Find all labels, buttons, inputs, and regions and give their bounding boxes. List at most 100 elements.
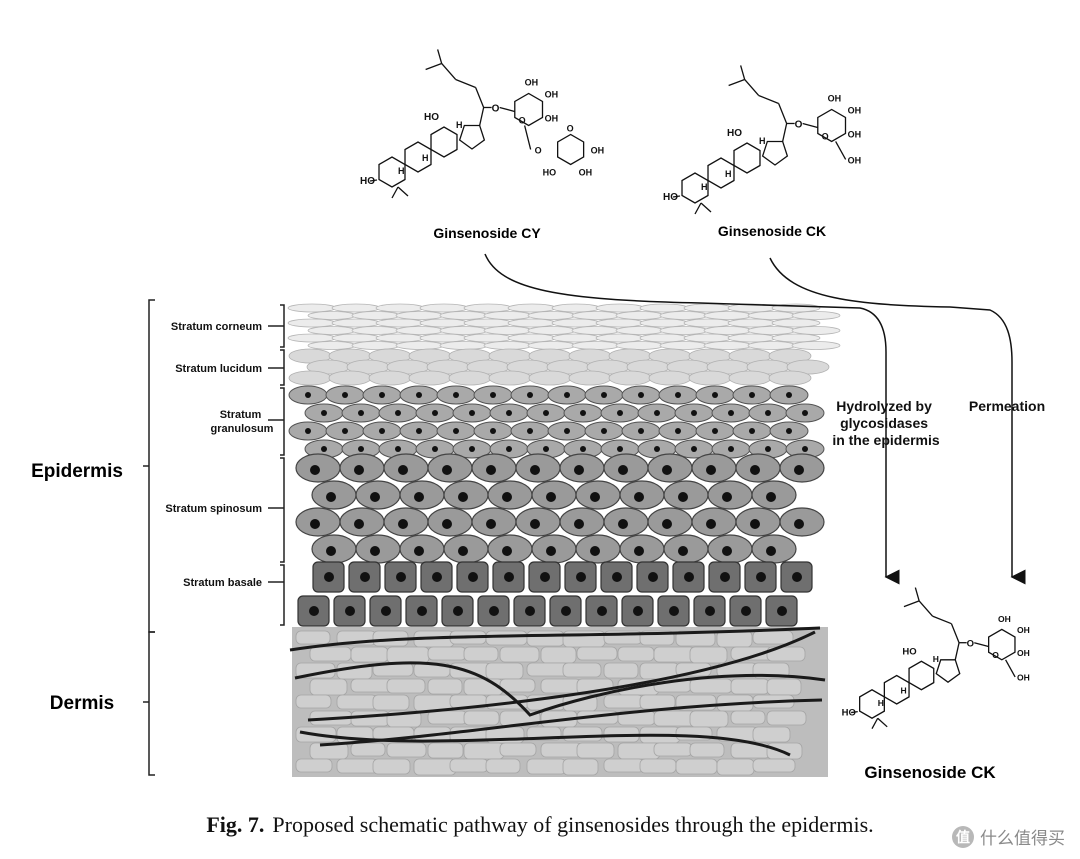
granulosum-nucleus	[638, 392, 644, 398]
side-chain-bond	[778, 103, 788, 124]
glucose-ring	[514, 92, 544, 127]
hydroxyl-label: HO	[842, 707, 856, 718]
spinosum-nucleus	[414, 492, 424, 502]
corneum-cell	[375, 318, 425, 328]
dermis-cell	[562, 726, 603, 742]
spinosum-nucleus	[326, 492, 336, 502]
side-chain-bond	[950, 623, 960, 643]
spinosum-nucleus	[442, 519, 452, 529]
granulosum-nucleus	[691, 446, 697, 452]
dermis-cell	[752, 630, 794, 645]
granulosum-nucleus	[395, 410, 401, 416]
granulosum-nucleus	[432, 446, 438, 452]
basale-nucleus	[345, 606, 355, 616]
dermis-bracket	[143, 631, 155, 776]
hydrolysis-label-line3: in the epidermis	[832, 432, 940, 448]
spinosum-nucleus	[458, 492, 468, 502]
side-chain-bond	[903, 600, 920, 608]
corneum-cell	[419, 303, 469, 313]
dermis-cell	[295, 758, 333, 773]
corneum-cell	[507, 318, 557, 328]
lucidum-cell	[288, 370, 332, 386]
side-chain-bond	[932, 615, 952, 625]
corneum-cell	[439, 341, 489, 350]
hydroxyl-label: HO	[360, 176, 375, 187]
dermis-cell	[576, 646, 618, 661]
basale-nucleus	[648, 572, 658, 582]
granulosum-nucleus	[453, 428, 459, 434]
ring-c	[733, 142, 761, 174]
corneum-cell	[571, 311, 621, 320]
corneum-cell	[771, 333, 821, 343]
oxygen-label: O	[822, 131, 829, 141]
spinosum-nucleus	[326, 546, 336, 556]
corneum-cell	[351, 341, 401, 350]
dermis-cell	[562, 662, 602, 678]
oxygen-label: O	[967, 639, 974, 650]
corneum-cell	[791, 311, 841, 320]
granulosum-nucleus	[379, 428, 385, 434]
basale-nucleus	[396, 572, 406, 582]
dermis-cell	[350, 710, 390, 727]
granulosum-nucleus	[675, 428, 681, 434]
basale-nucleus	[525, 606, 535, 616]
stratum-lucidum-cells	[288, 348, 830, 386]
spinosum-nucleus	[486, 519, 496, 529]
dermis-cell	[562, 758, 599, 776]
granulosum-nucleus	[712, 428, 718, 434]
hydrolysis-pathway-arrow	[484, 253, 900, 585]
lucidum-cell	[448, 370, 492, 386]
stratum-spinosum-label-line: Stratum spinosum	[165, 503, 262, 515]
granulosum-nucleus	[765, 410, 771, 416]
granulosum-nucleus	[617, 410, 623, 416]
bond	[851, 710, 858, 714]
corneum-cell	[439, 326, 489, 335]
granulosum-nucleus	[469, 410, 475, 416]
dermis-cell	[716, 630, 753, 648]
dermis-cell	[603, 694, 644, 709]
side-chain-bond	[954, 642, 960, 660]
hydroxyl-label: HO	[902, 647, 916, 658]
spinosum-nucleus	[486, 465, 496, 475]
spinosum-nucleus	[706, 465, 716, 475]
spinosum-nucleus	[590, 492, 600, 502]
spinosum-nucleus	[502, 546, 512, 556]
watermark-text: 什么值得买	[980, 829, 1065, 849]
dermis-cell	[730, 710, 766, 725]
corneum-cell	[791, 341, 841, 350]
stratum-corneum-label-line: Stratum corneum	[171, 321, 262, 333]
corneum-cell	[703, 311, 753, 320]
dermis-cell	[427, 646, 467, 661]
basale-nucleus	[324, 572, 334, 582]
dermis-cell	[309, 646, 352, 662]
corneum-cell	[615, 326, 665, 335]
spinosum-nucleus	[794, 465, 804, 475]
spinosum-nucleus	[310, 465, 320, 475]
granulosum-nucleus	[654, 446, 660, 452]
oxygen-label: O	[795, 119, 803, 130]
corneum-cell	[395, 341, 445, 350]
dermis-cell	[309, 678, 348, 696]
ginsenoside-ck-top-name: Ginsenoside CK	[718, 223, 826, 239]
hydrogen-label: H	[422, 153, 429, 163]
spinosum-nucleus	[722, 546, 732, 556]
dermis-cell	[639, 758, 677, 774]
lucidum-cell	[568, 370, 612, 386]
stratum-lucidum-label: Stratum lucidum	[175, 363, 262, 375]
lucidum-cell	[368, 370, 412, 386]
ginsenoside-ck-bottom-name: Ginsenoside CK	[864, 763, 996, 782]
corneum-cell	[483, 326, 533, 335]
corneum-cell	[331, 318, 381, 328]
hydrolysis-label-line1: Hydrolyzed by	[836, 398, 932, 414]
hydroxyl-label: OH	[1017, 625, 1030, 635]
granulosum-nucleus	[580, 446, 586, 452]
basale-nucleus	[561, 606, 571, 616]
corneum-cell	[615, 341, 665, 350]
corneum-cell	[307, 341, 357, 350]
corneum-cell	[727, 318, 777, 328]
corneum-cell	[307, 311, 357, 320]
basale-nucleus	[309, 606, 319, 616]
dermis-cell	[689, 678, 733, 694]
methyl-bond	[391, 186, 399, 199]
